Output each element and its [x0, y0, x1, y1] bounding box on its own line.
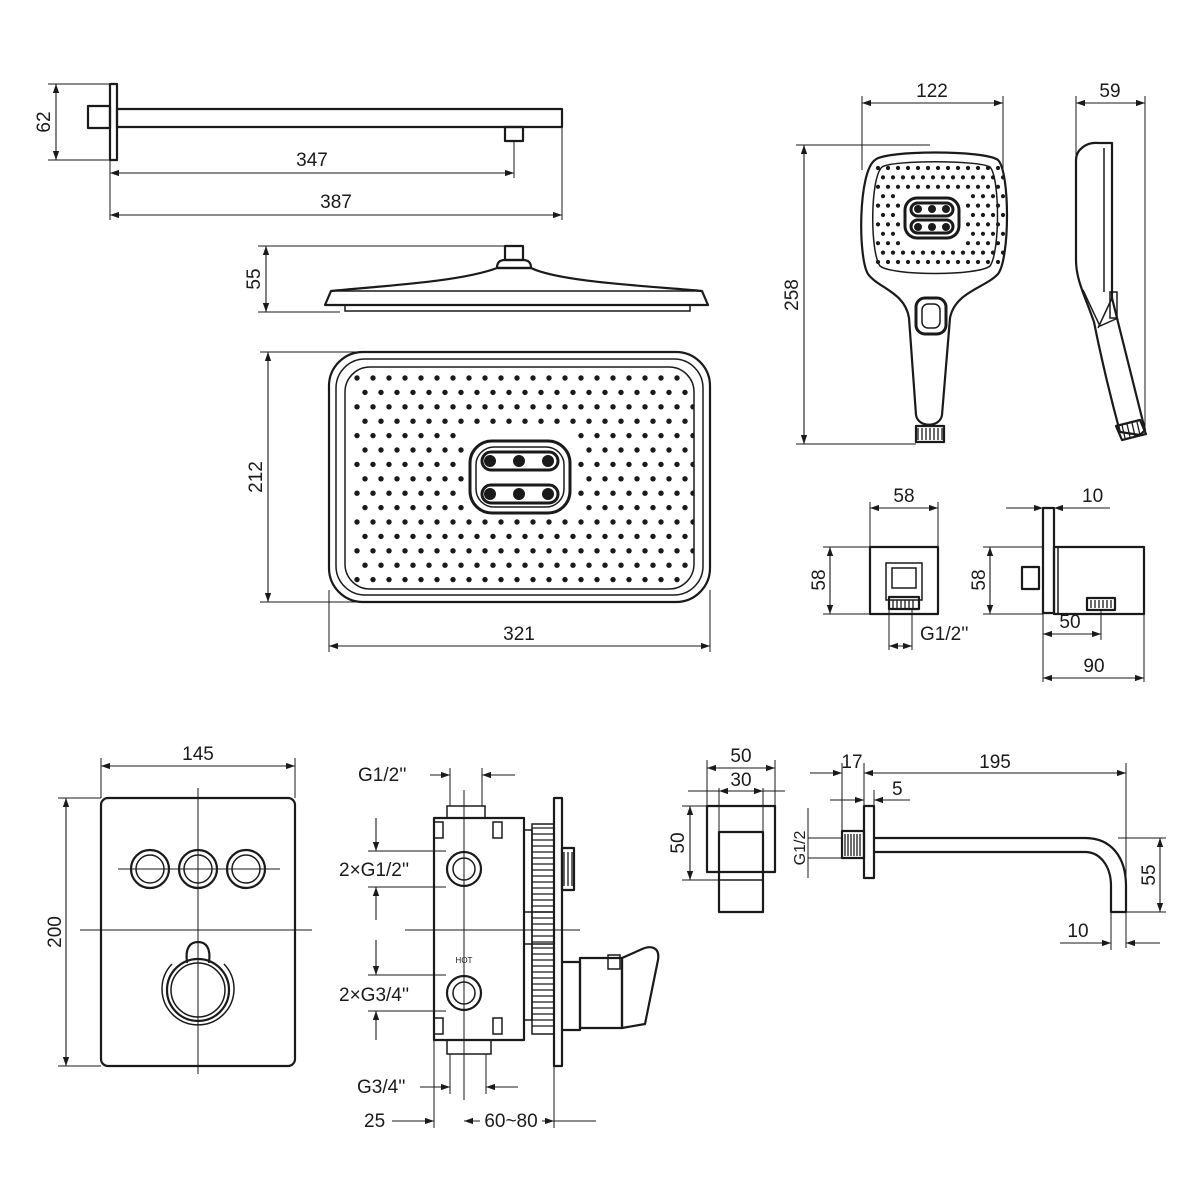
- label-block-outer: 50: [730, 746, 751, 767]
- label-hand-height: 258: [782, 279, 803, 311]
- hand-shower-mode-button: [914, 296, 948, 336]
- spout-block-plate: [705, 804, 777, 874]
- overhead-shower-front-view: 212 321: [246, 350, 712, 652]
- label-spout-outlet: 10: [1067, 921, 1088, 942]
- overhead-outer-frame: [327, 350, 712, 604]
- spout-block-view: 50 30 50: [668, 746, 785, 914]
- label-arm-length: 347: [296, 150, 328, 171]
- label-outlet-depth: 90: [1083, 656, 1104, 677]
- overhead-shower-side-view: 55: [244, 244, 710, 313]
- overhead-shower-profile: [323, 266, 710, 307]
- wall-outlet-plate: [868, 545, 940, 616]
- label-spout-thread: G1/2: [792, 831, 809, 866]
- label-bottom-thread: G3/4'': [357, 1077, 405, 1098]
- selector-button-3: [225, 848, 267, 890]
- label-min-depth: 25: [364, 1111, 385, 1132]
- label-spout-length: 195: [979, 752, 1011, 773]
- sleeve-threads: [532, 827, 554, 1027]
- shower-arm-view: 62 347 387: [34, 82, 564, 220]
- valve-top-port: [446, 805, 486, 819]
- thermostat-handle-lever: [620, 946, 660, 1030]
- thermostat-knob: [161, 940, 235, 1026]
- wall-outlet-front-view: 58 58 G1/2'': [809, 486, 968, 650]
- wall-outlet-side-body: [1052, 545, 1146, 616]
- label-outlet-thread: G1/2'': [920, 624, 968, 645]
- label-arm-height: 62: [34, 111, 55, 132]
- wall-outlet-side-knob: [1020, 565, 1041, 591]
- label-spout-gap: 5: [892, 779, 903, 800]
- hand-shower-side-connector: [1114, 418, 1148, 442]
- valve-button-stems: [560, 846, 576, 892]
- label-block-inner: 30: [730, 770, 751, 791]
- valve-body: [432, 816, 526, 1042]
- label-arm-total: 387: [320, 192, 352, 213]
- selector-button-1: [129, 848, 171, 890]
- arm-tube: [115, 107, 564, 129]
- valve-finish-plate: [552, 796, 564, 1068]
- label-plate-height: 200: [45, 916, 66, 948]
- spout-side-view: 17 195 5 G1/2 55 10: [792, 752, 1166, 950]
- hand-shower-front-view: 122 258: [782, 81, 1009, 445]
- spout-tube: [872, 836, 1128, 914]
- hand-shower-side-view: 59: [1074, 81, 1148, 442]
- label-overhead-height: 55: [244, 268, 265, 289]
- label-hand-width: 122: [916, 81, 948, 102]
- label-plate-width: 145: [182, 744, 214, 765]
- label-outlet-offset: 50: [1059, 612, 1080, 633]
- label-top-thread: G1/2'': [358, 765, 406, 786]
- arm-wall-bracket: [86, 104, 112, 130]
- valve-bottom-port: [446, 1039, 492, 1055]
- wall-outlet-side-view: 10 58 50 90: [969, 486, 1146, 682]
- hand-shower-nozzles: [875, 165, 1006, 265]
- arm-outlet-nut: [503, 125, 525, 143]
- label-install-depth: 60~80: [484, 1111, 537, 1132]
- label-inlet-thread: 2×G3/4'': [339, 985, 409, 1006]
- center-jet-nozzles: [480, 450, 560, 505]
- label-outlet-width: 58: [893, 486, 914, 507]
- label-spout-flange: 17: [841, 752, 862, 773]
- overhead-spray-nozzles: [354, 375, 694, 583]
- wall-outlet-side-flange: [1041, 506, 1056, 615]
- selector-button-2: [177, 848, 219, 890]
- label-outlet-thread-2: 2×G1/2'': [339, 860, 409, 881]
- spout-flange: [862, 804, 876, 880]
- label-hand-depth: 59: [1099, 81, 1120, 102]
- label-spout-drop: 55: [1139, 864, 1160, 885]
- label-outlet-flange: 10: [1082, 486, 1103, 507]
- label-block-height: 50: [668, 832, 689, 853]
- label-outlet-height: 58: [809, 569, 830, 590]
- concealed-valve-body: HOT G1/2'' 2×G1/2'' 2×G3/4'' G3/4'' 25 6…: [339, 765, 660, 1132]
- overhead-center-jets: [468, 439, 572, 515]
- overhead-connector-nut: [503, 244, 525, 262]
- spout-thread-connector: [840, 829, 866, 860]
- hand-shower-spray-face: [871, 161, 999, 275]
- control-plate-view: 145 200: [45, 744, 312, 1074]
- hand-shower-side-body: [1074, 141, 1147, 437]
- hand-shower-body: [860, 151, 1009, 426]
- label-overhead-front-height: 212: [246, 461, 267, 493]
- label-overhead-width: 321: [503, 624, 535, 645]
- label-outlet-side-height: 58: [969, 569, 990, 590]
